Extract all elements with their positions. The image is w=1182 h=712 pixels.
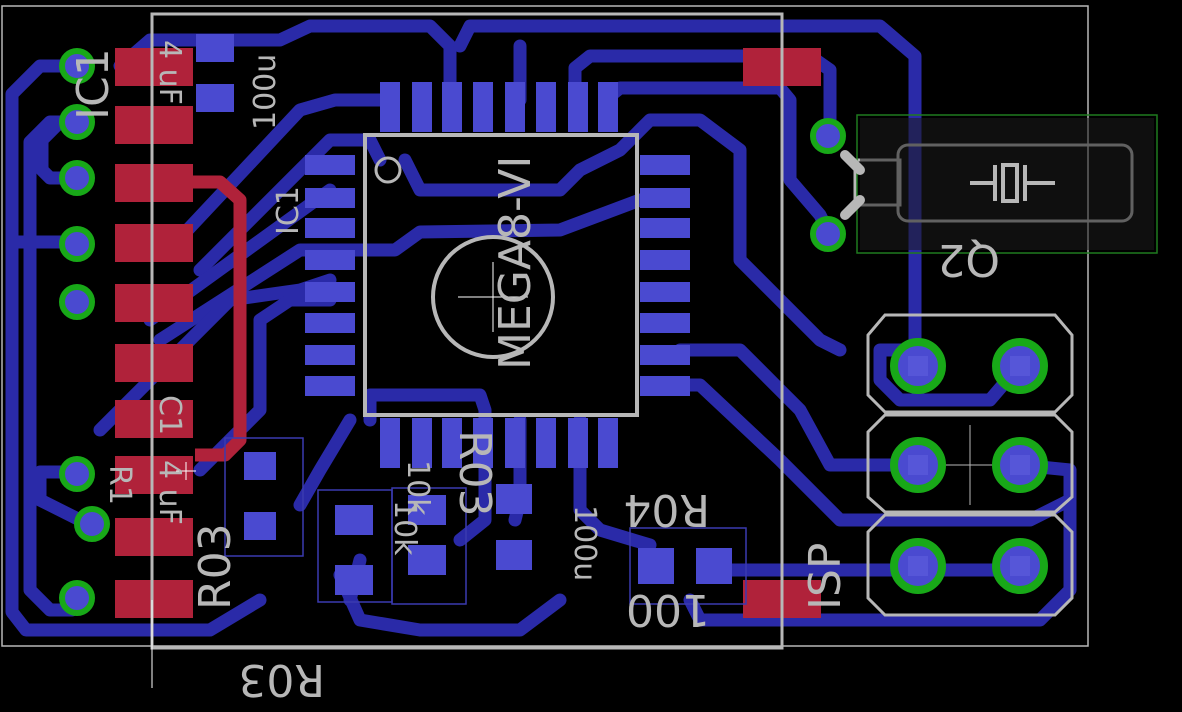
cap-top-value: 100u (248, 54, 283, 130)
c-left-value: 4 uF (152, 460, 187, 525)
mcu-label: MEGA8-VI (490, 156, 541, 370)
isp-label: ISP (800, 543, 851, 610)
r-bottom-left-value: 10k (400, 460, 435, 516)
board-outline (1, 5, 1089, 647)
top-trace (190, 175, 247, 462)
crystal-ref-label: Q2 (937, 234, 1000, 285)
crystal-keepout (856, 114, 1158, 254)
r-bottom-left-label: R03 (190, 523, 241, 610)
mcu-ref-label: IC1 (271, 186, 306, 235)
crosshairs (151, 262, 528, 688)
c-left2-label: R1 (102, 465, 137, 505)
component-outlines (224, 437, 747, 605)
mcu-pads (196, 34, 732, 595)
cap-top-label: 4 uF (152, 40, 187, 105)
crystal-leads (840, 150, 865, 220)
c-left-label: C1 (152, 395, 187, 435)
r-mid-value: 100u (567, 505, 602, 581)
crystal-symbol (970, 163, 1055, 203)
r-mid-label: R03 (238, 654, 325, 705)
r-right-label: R04 (623, 484, 710, 535)
vias (59, 48, 1048, 616)
ic1-left-label: IC1 (68, 48, 119, 120)
top-pads (115, 48, 821, 618)
r-right-value: 100 (626, 584, 710, 635)
r-mid2-label: 10k (387, 500, 422, 556)
r03-mid-label: R03 (449, 430, 500, 517)
